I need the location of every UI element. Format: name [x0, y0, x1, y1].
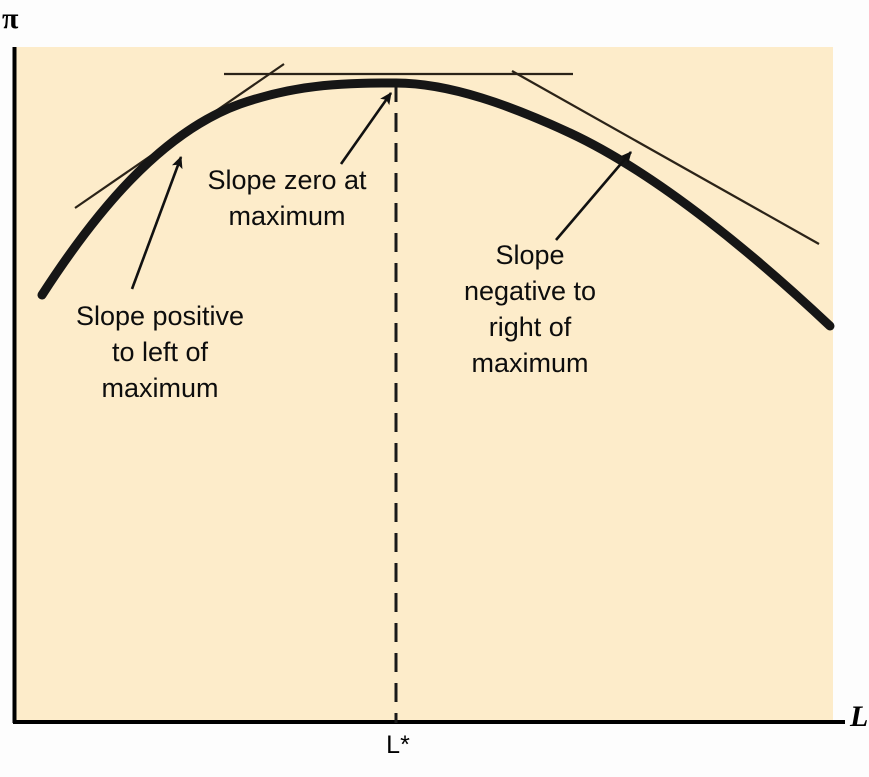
arrow-slope-negative: [555, 151, 632, 241]
arrow-slope-positive: [130, 156, 183, 290]
annotation-slope-zero: Slope zero at maximum: [207, 165, 367, 231]
profit-curve: [37, 78, 835, 331]
arrow-slope-zero: [339, 92, 393, 165]
tangent-right-negative: [511, 70, 820, 245]
x-axis-label: L: [850, 700, 869, 733]
x-axis-tick-label-lstar: L*: [386, 731, 410, 759]
annotation-slope-negative: Slope negative to right of maximum: [463, 240, 597, 378]
y-axis-label: π: [2, 2, 19, 35]
annotation-slope-positive: Slope positive to left of maximum: [75, 301, 245, 403]
